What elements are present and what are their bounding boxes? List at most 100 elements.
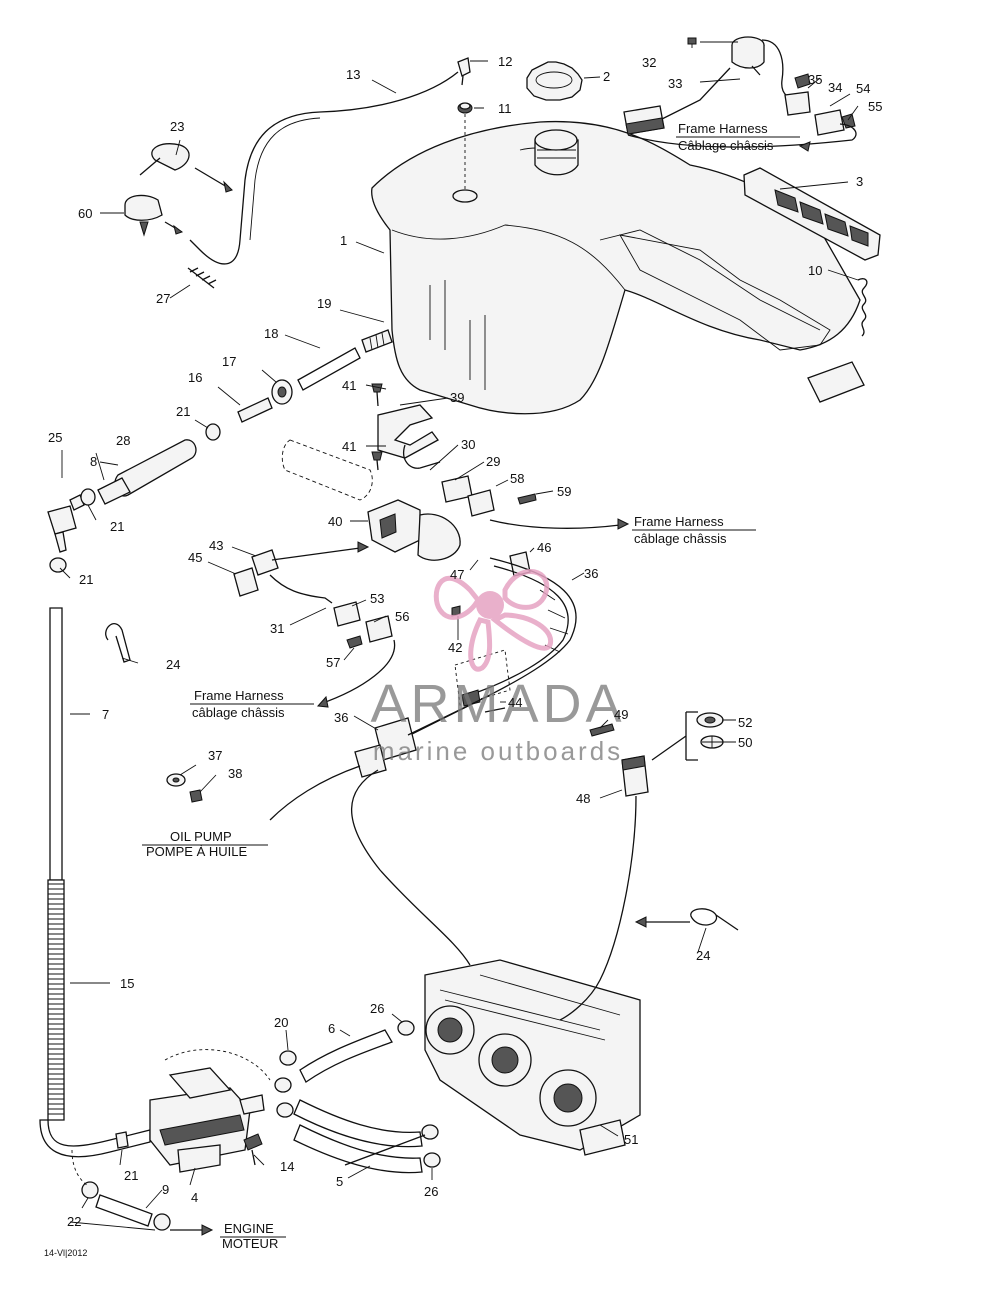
fuel-filter-28 xyxy=(97,439,197,505)
callout-3: 3 xyxy=(856,174,863,189)
watermark-propeller-logo xyxy=(433,569,554,672)
clamp-21-mid xyxy=(49,557,67,573)
routing-arrows xyxy=(164,123,857,1236)
clamp-21-pump xyxy=(115,1131,129,1149)
callout-31: 31 xyxy=(270,621,284,636)
callout-41a: 41 xyxy=(342,378,356,393)
frame-harness-label-1-fr: Câblage châssis xyxy=(678,138,774,153)
connector-56 xyxy=(365,615,393,643)
callout-23: 23 xyxy=(170,119,184,134)
callout-49: 49 xyxy=(614,707,628,722)
callout-16: 16 xyxy=(188,370,202,385)
clamp-22-a xyxy=(81,1181,99,1199)
callout-40: 40 xyxy=(328,514,342,529)
clip-60 xyxy=(124,194,163,237)
switch-40 xyxy=(367,499,461,561)
tank-pad xyxy=(807,361,865,403)
callout-22: 22 xyxy=(67,1214,81,1229)
connector-54 xyxy=(814,109,856,136)
bolt-14 xyxy=(243,1133,263,1166)
tank-grommet xyxy=(457,102,473,114)
callout-45: 45 xyxy=(188,550,202,565)
callout-20: 20 xyxy=(274,1015,288,1030)
frame-harness-label-2: Frame Harness xyxy=(634,514,724,529)
connector-53 xyxy=(333,601,361,627)
sender-connector xyxy=(623,105,665,135)
pickup-tube-18 xyxy=(297,347,361,391)
fitting-20 xyxy=(274,1050,297,1118)
callout-28: 28 xyxy=(116,433,130,448)
tee-fitting-25 xyxy=(47,494,85,553)
clamp-21-upper xyxy=(205,423,221,441)
callout-34: 34 xyxy=(828,80,842,95)
callout-33: 33 xyxy=(668,76,682,91)
callout-59: 59 xyxy=(557,484,571,499)
wire-to-harness xyxy=(407,699,481,736)
callout-48: 48 xyxy=(576,791,590,806)
callout-6: 6 xyxy=(328,1021,335,1036)
callout-52: 52 xyxy=(738,715,752,730)
callout-51: 51 xyxy=(624,1132,638,1147)
hose-6 xyxy=(299,1029,393,1083)
callout-21c: 21 xyxy=(79,572,93,587)
screw-41-lower xyxy=(371,451,383,471)
oil-pump-label-fr: POMPE À HUILE xyxy=(146,844,247,859)
washer-50 xyxy=(700,735,724,749)
callout-21a: 21 xyxy=(176,404,190,419)
frame-harness-label-3: Frame Harness xyxy=(194,688,284,703)
routing-labels: Frame Harness Câblage châssis Frame Harn… xyxy=(142,121,800,1251)
fitting-16 xyxy=(237,397,273,423)
callout-24a: 24 xyxy=(166,657,180,672)
callout-56: 56 xyxy=(395,609,409,624)
oil-pump-label: OIL PUMP xyxy=(170,829,232,844)
callout-18: 18 xyxy=(264,326,278,341)
heat-shield xyxy=(743,167,881,261)
callout-57: 57 xyxy=(326,655,340,670)
callout-14: 14 xyxy=(280,1159,294,1174)
callout-37: 37 xyxy=(208,748,222,763)
callout-55: 55 xyxy=(868,99,882,114)
callout-17: 17 xyxy=(222,354,236,369)
connector-36 xyxy=(354,717,417,778)
callout-36b: 36 xyxy=(334,710,348,725)
engine-label: ENGINE xyxy=(224,1221,274,1236)
callout-38: 38 xyxy=(228,766,242,781)
leader-lines xyxy=(59,41,859,1231)
callout-32: 32 xyxy=(642,55,656,70)
fuel-gauge-sender xyxy=(659,36,801,121)
sensor-48 xyxy=(559,755,649,1021)
callout-21d: 21 xyxy=(124,1168,138,1183)
frame-harness-label-3-fr: câblage châssis xyxy=(192,705,285,720)
watermark-tagline: marine outboards xyxy=(373,736,623,766)
grommet-52 xyxy=(696,712,724,728)
fuel-pump xyxy=(149,1049,271,1173)
filler-neck xyxy=(534,129,579,176)
callout-47: 47 xyxy=(450,567,464,582)
callout-54: 54 xyxy=(856,81,870,96)
callout-25: 25 xyxy=(48,430,62,445)
callout-39: 39 xyxy=(450,390,464,405)
callout-60: 60 xyxy=(78,206,92,221)
fuel-line-7 xyxy=(49,607,63,881)
tie-strap-24-right xyxy=(690,908,739,931)
wire-30 xyxy=(403,444,441,469)
hose-clamp-23 xyxy=(139,143,190,176)
callout-27: 27 xyxy=(156,291,170,306)
callout-53: 53 xyxy=(370,591,384,606)
callout-9: 9 xyxy=(162,1182,169,1197)
callout-2: 2 xyxy=(603,69,610,84)
connector-43 xyxy=(251,549,279,576)
callout-46: 46 xyxy=(537,540,551,555)
engine-label-fr: MOTEUR xyxy=(222,1236,278,1251)
connector-34 xyxy=(784,73,811,116)
fuel-cap xyxy=(526,61,583,101)
callout-30: 30 xyxy=(461,437,475,452)
callout-7: 7 xyxy=(102,707,109,722)
fuel-line-to-pump xyxy=(39,1119,151,1158)
callout-15: 15 xyxy=(120,976,134,991)
callout-44: 44 xyxy=(508,695,522,710)
throttle-grip xyxy=(281,439,373,501)
hose-9 xyxy=(95,1194,153,1227)
tank-outlet-fitting xyxy=(361,329,393,353)
